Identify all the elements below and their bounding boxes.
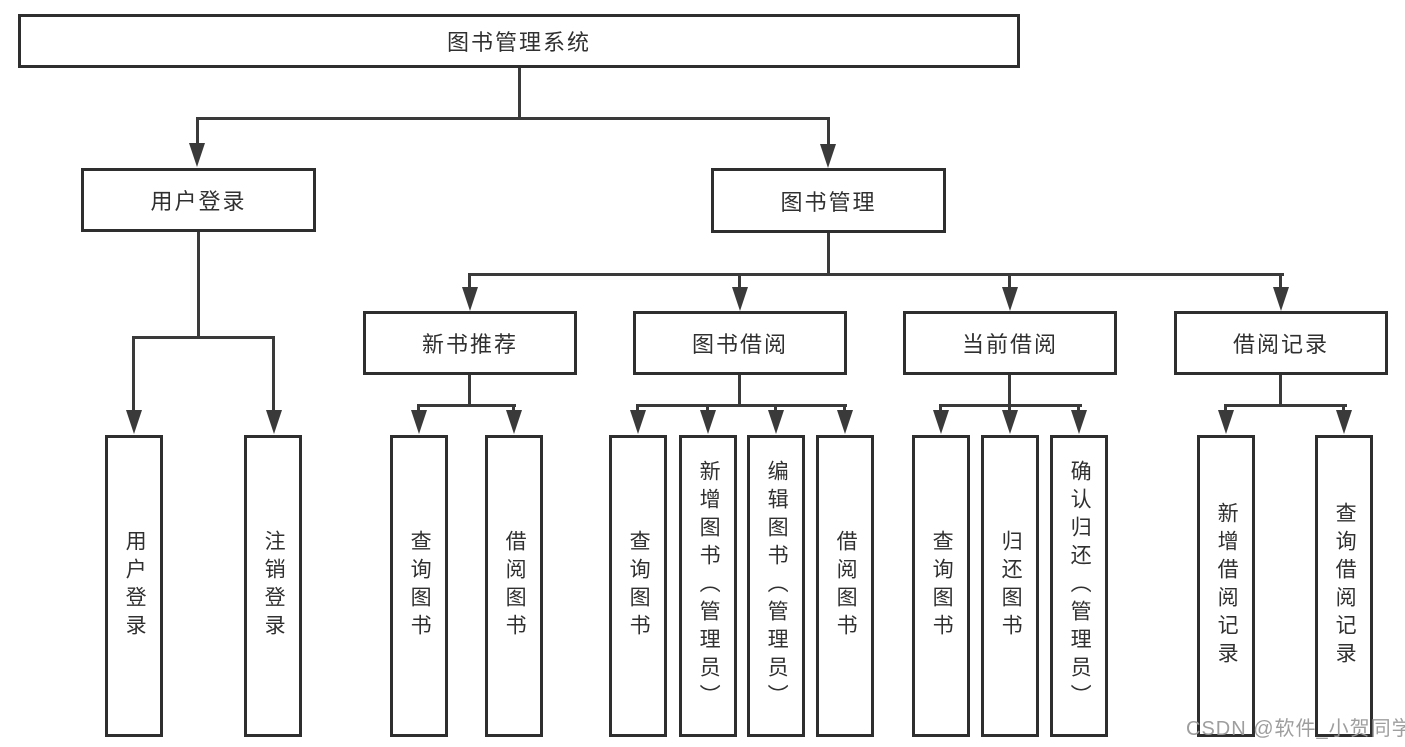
connector-line: [738, 375, 741, 407]
arrow-down-icon: [630, 410, 646, 434]
leaf-edit-books-admin: 编辑图书（管理员）: [747, 435, 805, 737]
leaf-return-books: 归还图书: [981, 435, 1039, 737]
node-user-login: 用户登录: [81, 168, 316, 232]
connector-line: [939, 404, 942, 414]
arrow-down-icon: [768, 410, 784, 434]
arrow-down-icon: [506, 410, 522, 434]
arrow-down-icon: [732, 287, 748, 311]
node-book-borrow: 图书借阅: [633, 311, 847, 375]
leaf-user-login: 用户登录: [105, 435, 163, 737]
arrow-down-icon: [837, 410, 853, 434]
leaf-borrow-books-2: 借阅图书: [816, 435, 874, 737]
leaf-edit-books-admin-label: 编辑图书（管理员）: [765, 460, 789, 712]
arrow-down-icon: [933, 410, 949, 434]
connector-line: [272, 336, 275, 412]
arrow-down-icon: [700, 410, 716, 434]
connector-line: [1342, 404, 1345, 414]
connector-line: [417, 404, 420, 414]
arrow-down-icon: [462, 287, 478, 311]
connector-line: [1279, 273, 1282, 289]
leaf-add-borrow-record-label: 新增借阅记录: [1215, 502, 1239, 670]
connector-line: [468, 273, 1284, 276]
leaf-query-borrow-record: 查询借阅记录: [1315, 435, 1373, 737]
leaf-query-books-2-label: 查询图书: [627, 530, 651, 642]
leaf-add-books-admin-label: 新增图书（管理员）: [697, 460, 721, 712]
arrow-down-icon: [820, 144, 836, 168]
connector-line: [706, 404, 709, 414]
connector-line: [132, 336, 135, 412]
arrow-down-icon: [1218, 410, 1234, 434]
arrow-down-icon: [266, 410, 282, 434]
connector-line: [1008, 404, 1011, 414]
connector-line: [843, 404, 846, 414]
leaf-add-books-admin: 新增图书（管理员）: [679, 435, 737, 737]
leaf-confirm-return-admin-label: 确认归还（管理员）: [1068, 460, 1092, 712]
arrow-down-icon: [189, 143, 205, 167]
arrow-down-icon: [1273, 287, 1289, 311]
node-borrow-records: 借阅记录: [1174, 311, 1388, 375]
connector-line: [197, 232, 200, 336]
leaf-return-books-label: 归还图书: [999, 530, 1023, 642]
connector-line: [1224, 404, 1227, 414]
node-user-login-label: 用户登录: [150, 189, 247, 214]
leaf-logout-label: 注销登录: [262, 530, 286, 642]
leaf-logout: 注销登录: [244, 435, 302, 737]
connector-line: [468, 375, 471, 407]
leaf-query-books-2: 查询图书: [609, 435, 667, 737]
leaf-add-borrow-record: 新增借阅记录: [1197, 435, 1255, 737]
connector-line: [738, 273, 741, 289]
node-current-borrow-label: 当前借阅: [961, 332, 1058, 357]
connector-line: [196, 117, 199, 145]
connector-line: [1077, 404, 1080, 414]
leaf-query-books-1-label: 查询图书: [408, 530, 432, 642]
connector-line: [1008, 273, 1011, 289]
arrow-down-icon: [1071, 410, 1087, 434]
leaf-user-login-label: 用户登录: [123, 530, 147, 642]
leaf-confirm-return-admin: 确认归还（管理员）: [1050, 435, 1108, 737]
leaf-query-books-3: 查询图书: [912, 435, 970, 737]
leaf-query-books-1: 查询图书: [390, 435, 448, 737]
connector-line: [417, 404, 516, 407]
leaf-query-books-3-label: 查询图书: [930, 530, 954, 642]
node-new-book-recommend-label: 新书推荐: [421, 332, 518, 357]
connector-line: [774, 404, 777, 414]
connector-line: [132, 336, 275, 339]
connector-line: [1279, 375, 1282, 407]
connector-line: [827, 233, 830, 275]
node-current-borrow: 当前借阅: [903, 311, 1117, 375]
arrow-down-icon: [1002, 410, 1018, 434]
arrow-down-icon: [126, 410, 142, 434]
connector-line: [468, 273, 471, 289]
arrow-down-icon: [411, 410, 427, 434]
leaf-query-borrow-record-label: 查询借阅记录: [1333, 502, 1357, 670]
watermark: CSDN @软件_小贺同学: [1186, 718, 1405, 740]
node-book-management-label: 图书管理: [780, 189, 877, 215]
connector-line: [512, 404, 515, 414]
node-book-borrow-label: 图书借阅: [691, 332, 788, 357]
connector-line: [827, 117, 830, 145]
leaf-borrow-books-2-label: 借阅图书: [834, 530, 858, 642]
node-borrow-records-label: 借阅记录: [1232, 332, 1329, 357]
connector-line: [1008, 375, 1011, 407]
arrow-down-icon: [1002, 287, 1018, 311]
connector-line: [636, 404, 639, 414]
node-root-label: 图书管理系统: [446, 30, 591, 55]
node-new-book-recommend: 新书推荐: [363, 311, 577, 375]
node-book-management: 图书管理: [711, 168, 946, 233]
leaf-borrow-books-1-label: 借阅图书: [503, 530, 527, 642]
connector-line: [196, 117, 830, 120]
connector-line: [1224, 404, 1347, 407]
arrow-down-icon: [1336, 410, 1352, 434]
connector-line: [518, 67, 521, 119]
connector-line: [636, 404, 847, 407]
node-root: 图书管理系统: [18, 14, 1020, 68]
leaf-borrow-books-1: 借阅图书: [485, 435, 543, 737]
